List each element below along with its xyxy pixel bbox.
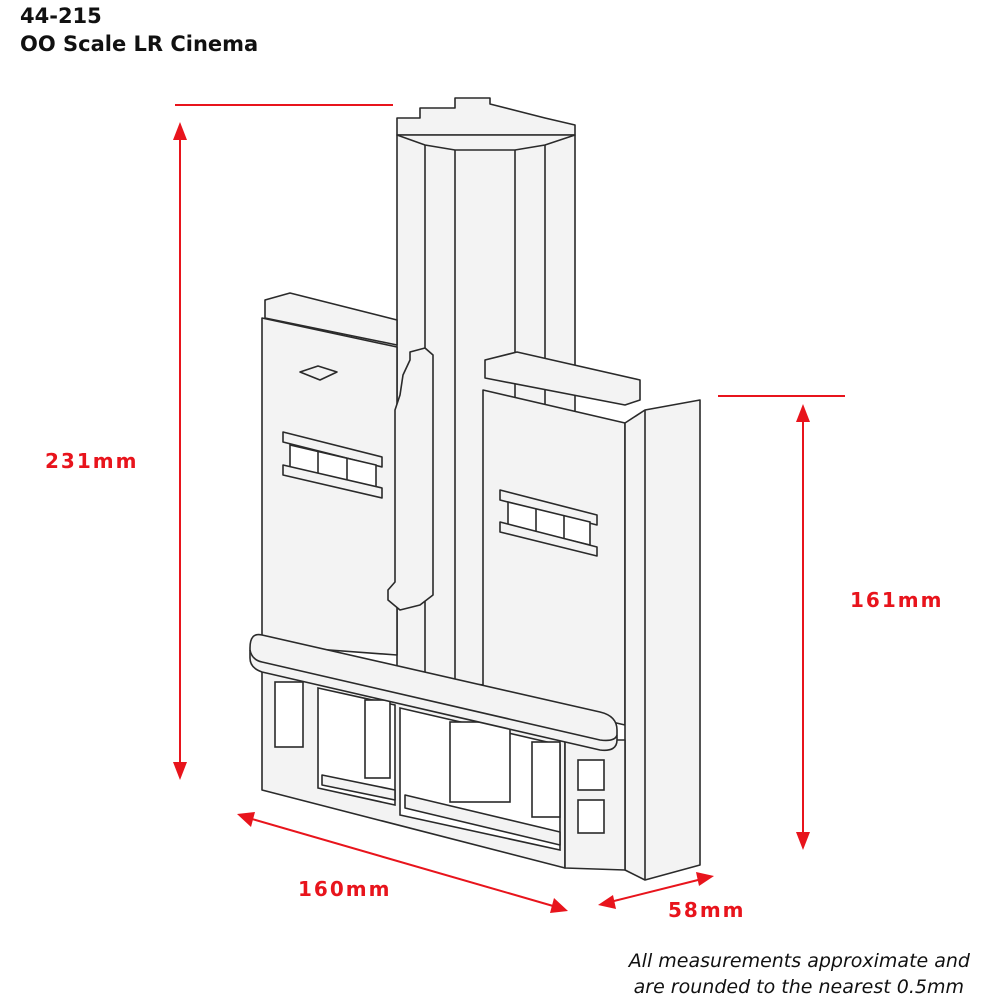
- building: [249, 97, 701, 881]
- depth-label: 58mm: [668, 898, 746, 922]
- height-total-label: 231mm: [45, 449, 139, 473]
- width-label: 160mm: [298, 877, 392, 901]
- canopy: [249, 633, 618, 752]
- product-code: 44-215: [20, 4, 102, 28]
- note-line-1: All measurements approximate and: [628, 950, 970, 972]
- right-cap: [484, 351, 641, 406]
- arrow-head: [796, 404, 810, 422]
- logo-emblem: [299, 365, 338, 381]
- height-side-label: 161mm: [850, 588, 944, 612]
- arrow-head: [598, 895, 616, 909]
- dimension-lines: [173, 104, 845, 913]
- arrow-head: [173, 122, 187, 140]
- tower-cap: [396, 97, 576, 136]
- note-line-2: are rounded to the nearest 0.5mm: [633, 976, 964, 998]
- product-title: OO Scale LR Cinema: [20, 32, 259, 56]
- arrow-head: [550, 898, 568, 913]
- arrow-head: [237, 812, 255, 827]
- arrow-head: [696, 872, 714, 886]
- left-cap: [264, 292, 398, 346]
- arrow-head: [173, 762, 187, 780]
- arrow-head: [796, 832, 810, 850]
